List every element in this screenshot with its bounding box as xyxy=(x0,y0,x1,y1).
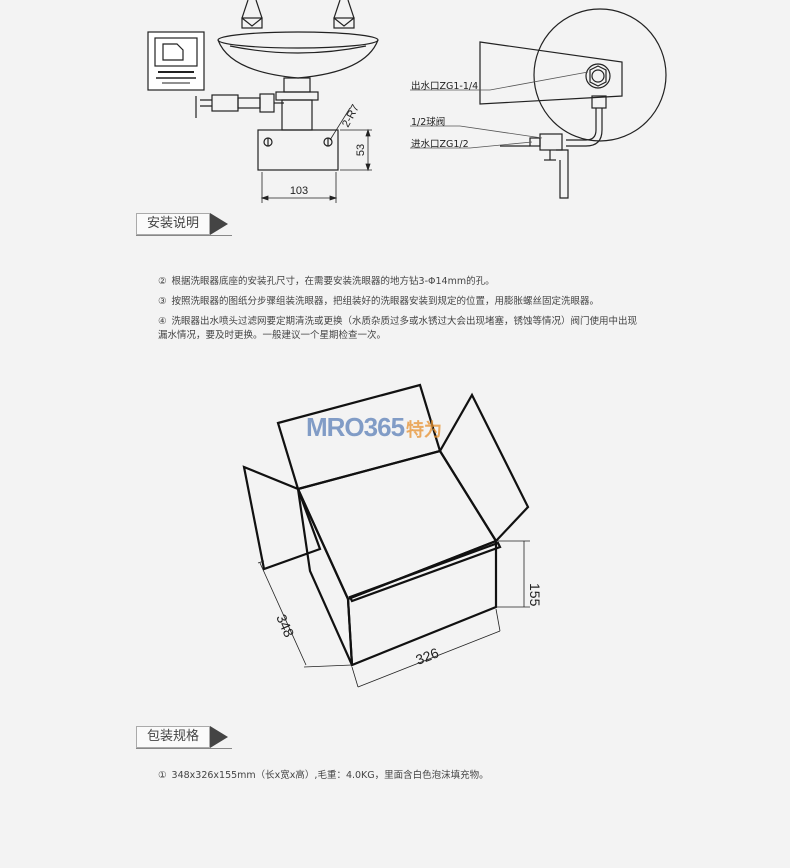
dim-height-53: 53 xyxy=(355,144,367,156)
dim-width-103: 103 xyxy=(290,185,308,197)
dim-width-326: 326 xyxy=(413,644,441,667)
package-section-header: 包装规格 xyxy=(136,726,232,749)
label-outlet: 出水口ZG1-1/4 xyxy=(411,81,479,92)
dim-length-348: 348 xyxy=(273,612,297,640)
install-section-title: 安装说明 xyxy=(136,213,210,235)
header-arrow-icon xyxy=(210,213,228,235)
dim-hole-2r7: 2-R7 xyxy=(340,103,362,130)
package-box-drawing: 348 326 155 xyxy=(242,383,543,688)
package-section-title: 包装规格 xyxy=(136,726,210,748)
label-ball-valve: 1/2球阀 xyxy=(411,117,446,128)
eyewash-side-drawing xyxy=(410,8,667,199)
eyewash-front-drawing: 103 53 2-R7 xyxy=(147,0,379,203)
header-arrow-icon xyxy=(210,726,228,748)
dim-height-155: 155 xyxy=(527,583,543,607)
label-inlet: 进水口ZG1/2 xyxy=(411,139,469,150)
install-section-header: 安装说明 xyxy=(136,213,232,236)
